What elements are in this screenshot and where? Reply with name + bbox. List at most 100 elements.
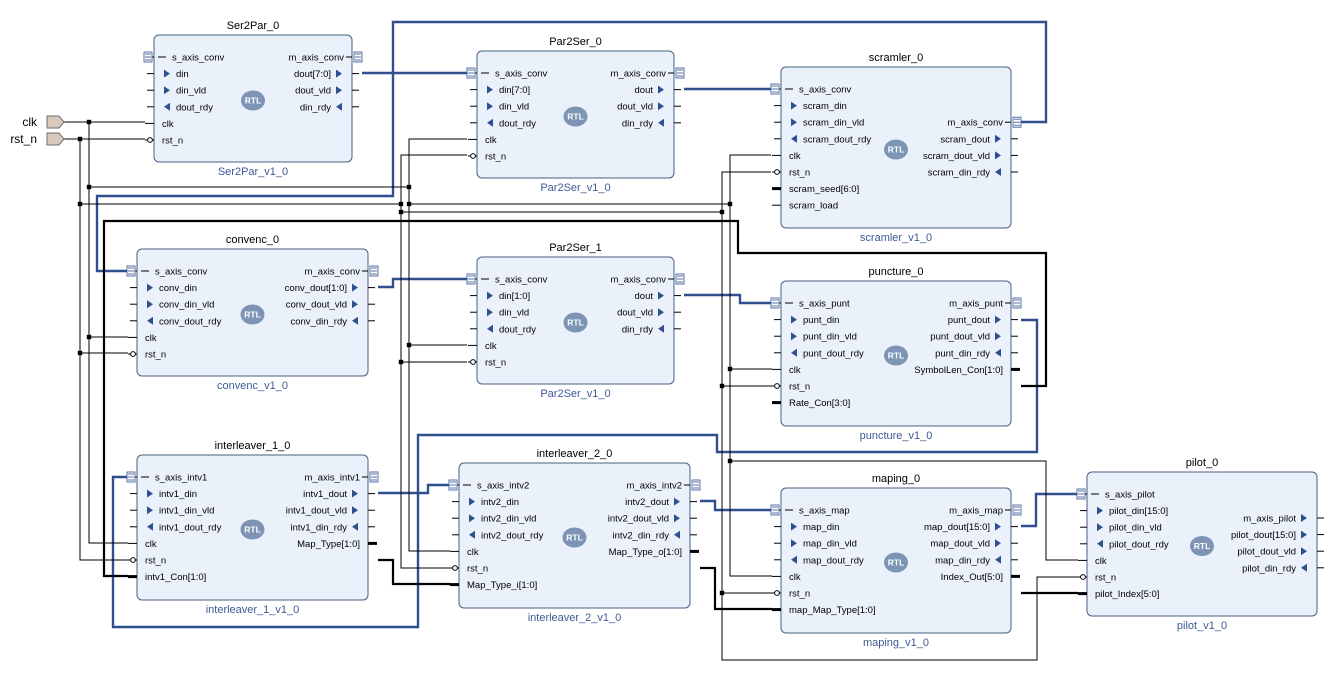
- output-pin[interactable]: pilot_dout_vld: [1237, 547, 1324, 558]
- output-pin[interactable]: dout_vld: [617, 102, 681, 113]
- input-pin[interactable]: conv_din: [130, 283, 197, 294]
- output-pin[interactable]: din_rdy: [622, 324, 681, 335]
- output-pin[interactable]: scram_dout: [940, 134, 1018, 145]
- input-pin[interactable]: s_axis_punt: [770, 297, 850, 310]
- output-pin[interactable]: punt_din_rdy: [935, 348, 1018, 359]
- input-pin[interactable]: map_din: [774, 522, 839, 533]
- output-pin[interactable]: pilot_dout[15:0]: [1231, 530, 1324, 541]
- input-pin[interactable]: din: [147, 69, 189, 80]
- input-pin[interactable]: s_axis_conv: [770, 83, 852, 96]
- output-pin[interactable]: pilot_din_rdy: [1242, 563, 1324, 574]
- output-pin[interactable]: m_axis_conv: [305, 265, 379, 278]
- input-pin[interactable]: s_axis_map: [770, 504, 850, 517]
- output-pin[interactable]: m_axis_intv1: [305, 471, 379, 484]
- output-pin[interactable]: m_axis_pilot: [1243, 514, 1324, 525]
- output-pin[interactable]: dout[7:0]: [294, 69, 359, 80]
- input-pin[interactable]: s_axis_conv: [143, 51, 225, 64]
- output-pin[interactable]: map_dout_vld: [930, 539, 1018, 550]
- block-convenc[interactable]: convenc_0convenc_v1_0RTLs_axis_convconv_…: [126, 234, 379, 392]
- input-pin[interactable]: rst_n: [450, 564, 488, 575]
- input-pin[interactable]: s_axis_pilot: [1076, 488, 1155, 501]
- input-pin[interactable]: scram_load: [772, 201, 838, 212]
- block-interleaver2[interactable]: interleaver_2_0interleaver_2_v1_0RTLs_ax…: [448, 448, 701, 624]
- input-pin[interactable]: clk: [1078, 556, 1107, 567]
- input-pin[interactable]: pilot_Index[5:0]: [1078, 589, 1159, 600]
- input-pin[interactable]: dout_rdy: [470, 324, 536, 335]
- input-pin[interactable]: s_axis_intv2: [448, 479, 529, 492]
- output-pin[interactable]: conv_dout_vld: [286, 300, 375, 311]
- input-pin[interactable]: s_axis_conv: [466, 67, 548, 80]
- output-pin[interactable]: din_rdy: [300, 102, 359, 113]
- output-pin[interactable]: intv2_din_rdy: [612, 530, 697, 541]
- input-pin[interactable]: rst_n: [772, 168, 810, 179]
- input-pin[interactable]: conv_din_vld: [130, 300, 214, 311]
- input-pin[interactable]: rst_n: [772, 382, 810, 393]
- output-pin[interactable]: intv2_dout_vld: [608, 514, 697, 525]
- input-pin[interactable]: map_dout_rdy: [774, 555, 864, 566]
- output-pin[interactable]: m_axis_conv: [611, 67, 685, 80]
- output-pin[interactable]: dout_vld: [617, 308, 681, 319]
- input-pin[interactable]: clk: [145, 119, 174, 130]
- input-pin[interactable]: intv2_din: [452, 497, 519, 508]
- input-pin[interactable]: s_axis_conv: [126, 265, 208, 278]
- input-pin[interactable]: scram_seed[6:0]: [772, 184, 859, 195]
- output-pin[interactable]: intv1_dout_vld: [286, 506, 375, 517]
- input-pin[interactable]: rst_n: [468, 152, 506, 163]
- input-pin[interactable]: din[7:0]: [470, 85, 530, 96]
- input-pin[interactable]: punt_din_vld: [774, 332, 857, 343]
- input-pin[interactable]: s_axis_conv: [466, 273, 548, 286]
- input-pin[interactable]: intv1_din: [130, 489, 197, 500]
- input-pin[interactable]: rst_n: [128, 350, 166, 361]
- output-pin[interactable]: scram_din_rdy: [928, 168, 1018, 179]
- input-pin[interactable]: intv1_din_vld: [130, 506, 214, 517]
- input-pin[interactable]: map_Map_Type[1:0]: [772, 605, 876, 616]
- input-pin[interactable]: rst_n: [772, 589, 810, 600]
- input-pin[interactable]: pilot_din[15:0]: [1080, 506, 1168, 517]
- input-pin[interactable]: intv1_dout_rdy: [130, 522, 222, 533]
- input-pin[interactable]: intv2_dout_rdy: [452, 530, 544, 541]
- output-pin[interactable]: Map_Type[1:0]: [297, 539, 377, 550]
- block-par2ser1[interactable]: Par2Ser_1Par2Ser_v1_0RTLs_axis_convdin[1…: [466, 242, 685, 400]
- output-pin[interactable]: m_axis_map: [949, 504, 1022, 517]
- block-scramler[interactable]: scramler_0scramler_v1_0RTLs_axis_convscr…: [770, 52, 1022, 244]
- input-pin[interactable]: rst_n: [145, 136, 183, 147]
- input-pin[interactable]: rst_n: [468, 358, 506, 369]
- input-pin[interactable]: intv1_Con[1:0]: [128, 572, 206, 583]
- input-pin[interactable]: intv2_din_vld: [452, 514, 536, 525]
- output-pin[interactable]: scram_dout_vld: [923, 151, 1018, 162]
- output-pin[interactable]: m_axis_punt: [949, 297, 1022, 310]
- output-pin[interactable]: SymbolLen_Con[1:0]: [914, 365, 1020, 376]
- output-pin[interactable]: intv1_din_rdy: [290, 522, 375, 533]
- output-pin[interactable]: punt_dout_vld: [930, 332, 1018, 343]
- output-pin[interactable]: map_dout[15:0]: [924, 522, 1018, 533]
- input-pin[interactable]: s_axis_intv1: [126, 471, 207, 484]
- block-pilot[interactable]: pilot_0pilot_v1_0RTLs_axis_pilotpilot_di…: [1076, 457, 1324, 632]
- input-pin[interactable]: clk: [128, 539, 157, 550]
- input-pin[interactable]: pilot_dout_rdy: [1080, 539, 1169, 550]
- output-pin[interactable]: conv_din_rdy: [290, 316, 375, 327]
- external-port-clk[interactable]: clk: [22, 115, 65, 129]
- input-pin[interactable]: din[1:0]: [470, 291, 530, 302]
- output-pin[interactable]: intv2_dout: [625, 497, 697, 508]
- input-pin[interactable]: clk: [128, 333, 157, 344]
- input-pin[interactable]: conv_dout_rdy: [130, 316, 222, 327]
- input-pin[interactable]: rst_n: [128, 556, 166, 567]
- input-pin[interactable]: clk: [772, 365, 801, 376]
- input-pin[interactable]: clk: [450, 547, 479, 558]
- output-pin[interactable]: dout: [635, 85, 682, 96]
- input-pin[interactable]: clk: [468, 341, 497, 352]
- input-pin[interactable]: map_din_vld: [774, 539, 857, 550]
- input-pin[interactable]: pilot_din_vld: [1080, 523, 1162, 534]
- output-pin[interactable]: dout: [635, 291, 682, 302]
- input-pin[interactable]: din_vld: [470, 102, 529, 113]
- input-pin[interactable]: Rate_Con[3:0]: [772, 398, 850, 409]
- output-pin[interactable]: punt_dout: [948, 315, 1018, 326]
- block-ser2par[interactable]: Ser2Par_0Ser2Par_v1_0RTLs_axis_convdindi…: [143, 20, 363, 178]
- input-pin[interactable]: clk: [772, 151, 801, 162]
- input-pin[interactable]: scram_din_vld: [774, 118, 864, 129]
- input-pin[interactable]: clk: [468, 135, 497, 146]
- output-pin[interactable]: Index_Out[5:0]: [941, 572, 1020, 583]
- input-pin[interactable]: clk: [772, 572, 801, 583]
- output-pin[interactable]: din_rdy: [622, 118, 681, 129]
- input-pin[interactable]: rst_n: [1078, 573, 1116, 584]
